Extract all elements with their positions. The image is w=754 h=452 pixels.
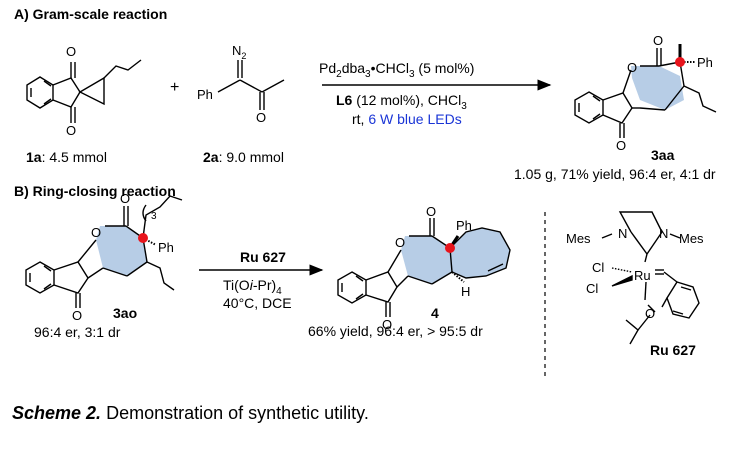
reactant-1a-structure [26, 59, 142, 123]
reactant-2a-label: 2a: 9.0 mmol [203, 149, 284, 165]
section-a-title: A) Gram-scale reaction [14, 6, 167, 22]
atom-label-n: N [618, 226, 627, 241]
product-4-structure [337, 218, 511, 317]
atom-label-o: O [395, 235, 405, 250]
product-3aa-label: 3aa [651, 147, 675, 163]
condition-temp-solvent: 40°C, DCE [223, 295, 292, 311]
caption-lead: Scheme 2. [12, 403, 102, 423]
atom-label-o: O [426, 204, 436, 219]
chain-subscript: 3 [151, 211, 157, 222]
atom-label-o: O [627, 60, 637, 75]
section-b-title: B) Ring-closing reaction [14, 183, 176, 199]
product-4-result: 66% yield, 96:4 er, > 95:5 dr [308, 323, 483, 339]
reactant-1a-label: 1a: 4.5 mmol [26, 149, 107, 165]
ru-627-structure [601, 211, 700, 345]
atom-label-cl: Cl [586, 281, 598, 296]
atom-label-o: O [66, 123, 76, 138]
substrate-3ao-label: 3ao [113, 305, 137, 321]
scheme-caption: Scheme 2. Demonstration of synthetic uti… [12, 403, 369, 424]
atom-label-ph: Ph [456, 218, 472, 233]
atom-label-ph: Ph [197, 87, 213, 102]
plus-sign: + [170, 79, 179, 96]
atom-label-o: O [72, 308, 82, 323]
atom-label-o: O [66, 44, 76, 59]
substrate-3ao-result: 96:4 er, 3:1 dr [34, 324, 121, 340]
atom-label-n: N2 [232, 43, 246, 61]
atom-label-o: O [120, 191, 130, 206]
condition-ru-catalyst: Ru 627 [240, 249, 286, 265]
condition-additive: Ti(Oi-Pr)4 [223, 277, 282, 297]
product-3aa-structure [574, 44, 717, 138]
atom-label-mes: Mes [679, 231, 704, 246]
atom-label-mes: Mes [566, 231, 591, 246]
reactant-2a-structure [217, 60, 285, 110]
atom-label-ph: Ph [697, 55, 713, 70]
atom-label-h: H [461, 284, 470, 299]
substrate-3ao-structure [25, 195, 183, 308]
product-3aa-result: 1.05 g, 71% yield, 96:4 er, 4:1 dr [514, 166, 716, 182]
caption-text: Demonstration of synthetic utility. [101, 403, 369, 423]
atom-label-n: N [659, 226, 668, 241]
product-4-label: 4 [431, 305, 439, 321]
atom-label-cl: Cl [592, 260, 604, 275]
atom-label-ph: Ph [158, 240, 174, 255]
atom-label-o: O [653, 33, 663, 48]
atom-label-o: O [645, 306, 655, 321]
atom-label-o: O [91, 225, 101, 240]
atom-label-o: O [256, 110, 266, 125]
condition-ligand: L6 (12 mol%), CHCl3 [336, 92, 467, 112]
ru-627-label: Ru 627 [650, 342, 696, 358]
atom-label-o: O [382, 317, 392, 332]
atom-label-ru: Ru [634, 268, 651, 283]
condition-light: rt, 6 W blue LEDs [352, 111, 462, 127]
atom-label-o: O [616, 138, 626, 153]
condition-catalyst: Pd2dba3•CHCl3 (5 mol%) [319, 60, 474, 80]
